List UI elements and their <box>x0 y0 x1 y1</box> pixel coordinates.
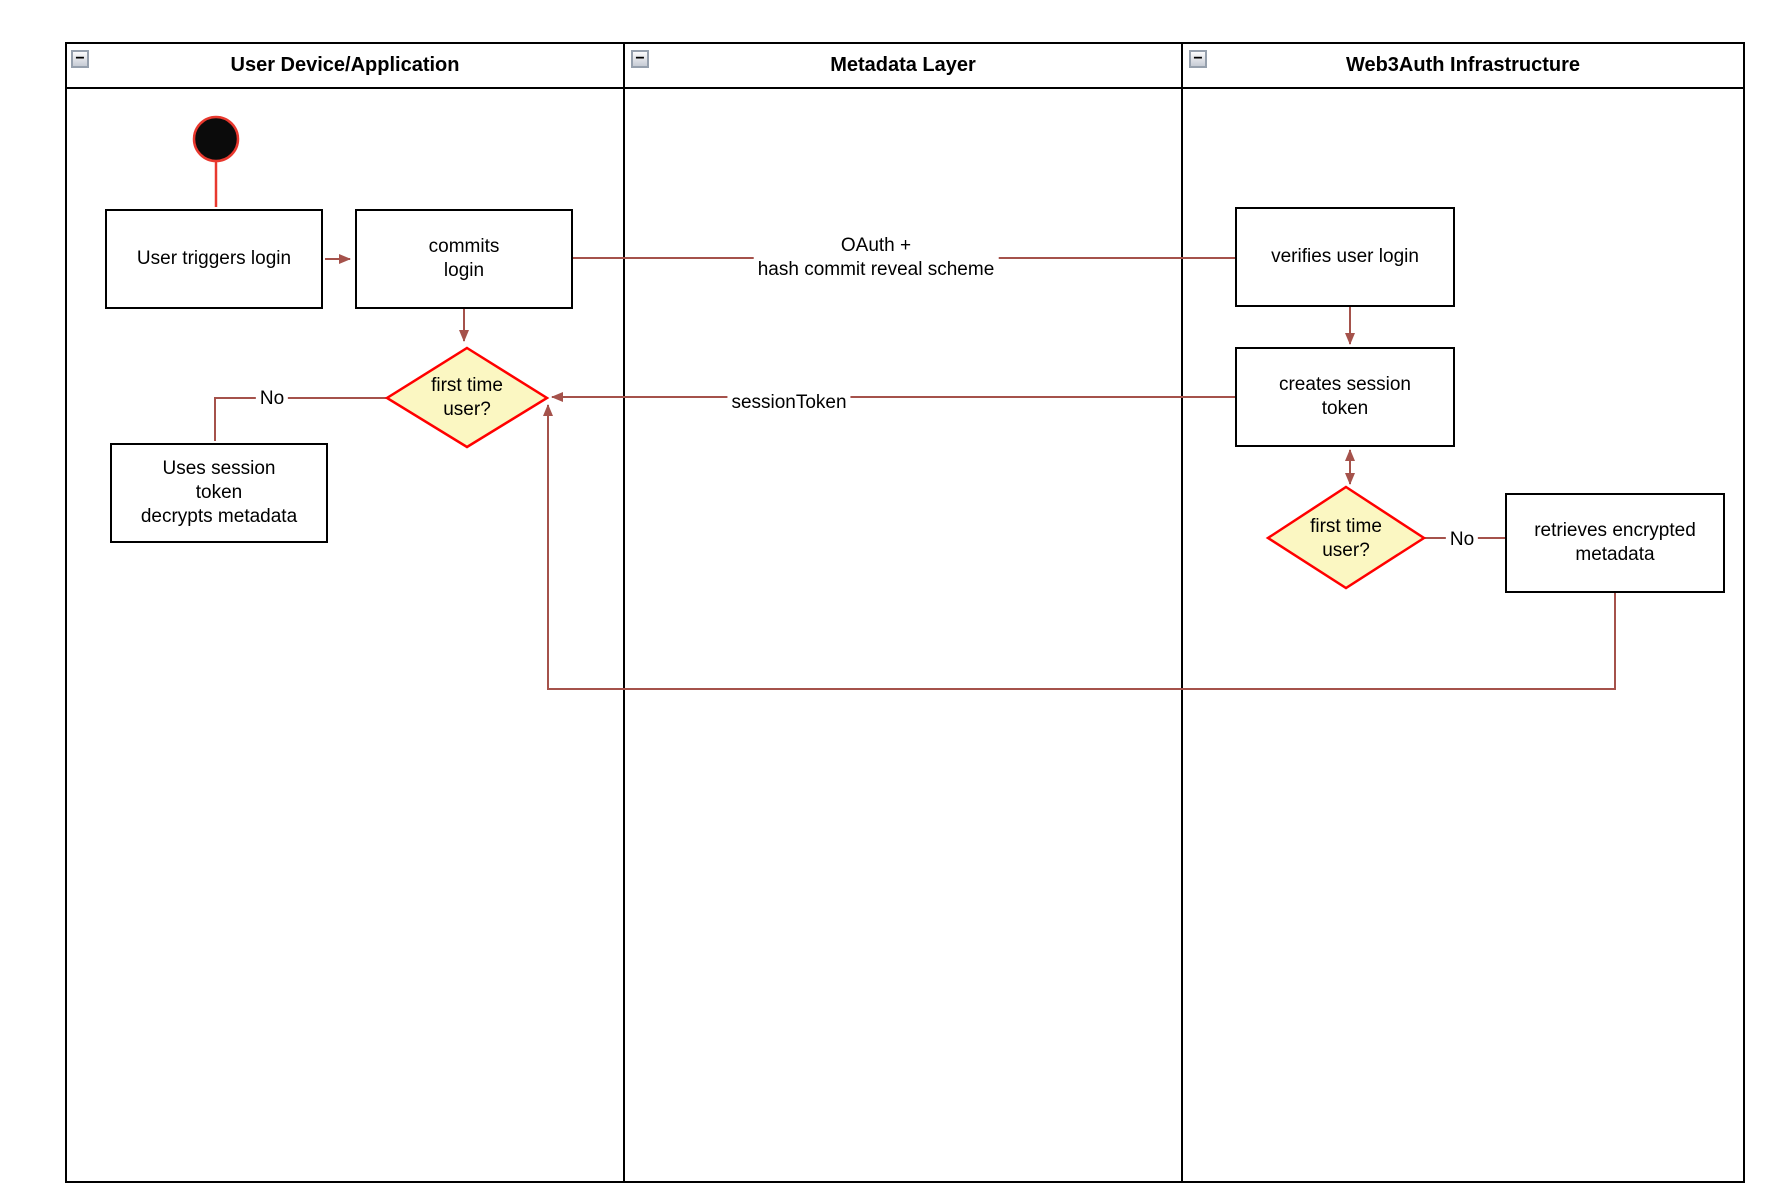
edge-decision-device-no-to-uses-session <box>214 397 387 441</box>
lane-border-2 <box>1181 42 1183 1183</box>
collapse-lane-button[interactable]: − <box>1189 50 1207 68</box>
header-separator <box>65 87 1745 89</box>
edge-retrieves-to-decision-device <box>543 404 1616 690</box>
start-node[interactable] <box>192 115 240 163</box>
collapse-lane-button[interactable]: − <box>71 50 89 68</box>
decision-first-time-user-device[interactable] <box>384 346 550 449</box>
lane-title-web3auth-infrastructure: Web3Auth Infrastructure <box>1345 54 1581 76</box>
node-retrieves-encrypted-metadata[interactable]: retrieves encrypted metadata <box>1505 493 1725 593</box>
lane-title-user-device: User Device/Application <box>230 54 460 76</box>
node-verifies-user-login[interactable]: verifies user login <box>1235 207 1455 307</box>
pool-frame <box>65 42 1745 1183</box>
decision-first-time-user-infra[interactable] <box>1265 485 1427 590</box>
lane-border-1 <box>623 42 625 1183</box>
collapse-lane-button[interactable]: − <box>631 50 649 68</box>
node-uses-session-token[interactable]: Uses session token decrypts metadata <box>110 443 328 543</box>
node-user-triggers-login[interactable]: User triggers login <box>105 209 323 309</box>
node-commits-login[interactable]: commits login <box>355 209 573 309</box>
node-creates-session-token[interactable]: creates session token <box>1235 347 1455 447</box>
lane-title-metadata-layer: Metadata Layer <box>830 54 976 76</box>
